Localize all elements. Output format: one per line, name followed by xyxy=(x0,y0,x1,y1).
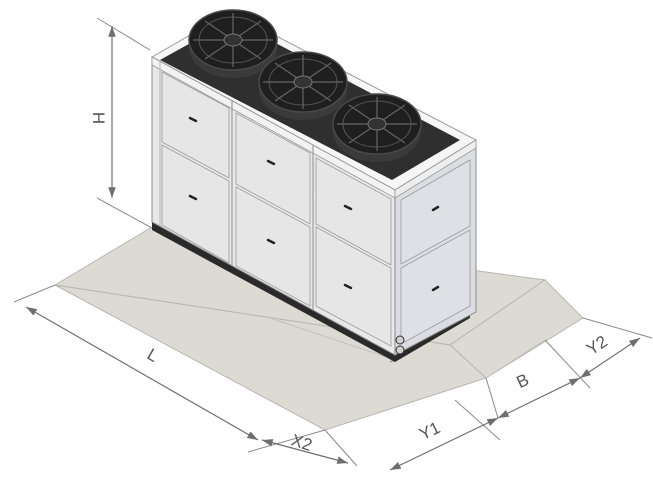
dimension-lines xyxy=(25,25,641,471)
length-label: L xyxy=(144,345,162,366)
height-label: H xyxy=(89,112,108,124)
y1-label: Y1 xyxy=(416,418,443,444)
pipe-connections xyxy=(395,335,405,355)
b-label: B xyxy=(514,370,532,392)
b-dimension-line xyxy=(497,377,581,419)
x2-dimension-line xyxy=(261,439,349,464)
fan-1 xyxy=(188,9,278,78)
chiller-unit xyxy=(150,9,478,362)
length-dimension-line xyxy=(25,306,259,441)
y1-dimension-line xyxy=(389,417,499,471)
y2-dimension-line xyxy=(579,337,641,379)
fan-3 xyxy=(332,93,422,162)
front-panels xyxy=(161,71,392,347)
y2-label: Y2 xyxy=(583,332,611,359)
fans xyxy=(188,9,422,162)
panel-handles xyxy=(188,116,353,290)
fan-2 xyxy=(258,51,348,120)
